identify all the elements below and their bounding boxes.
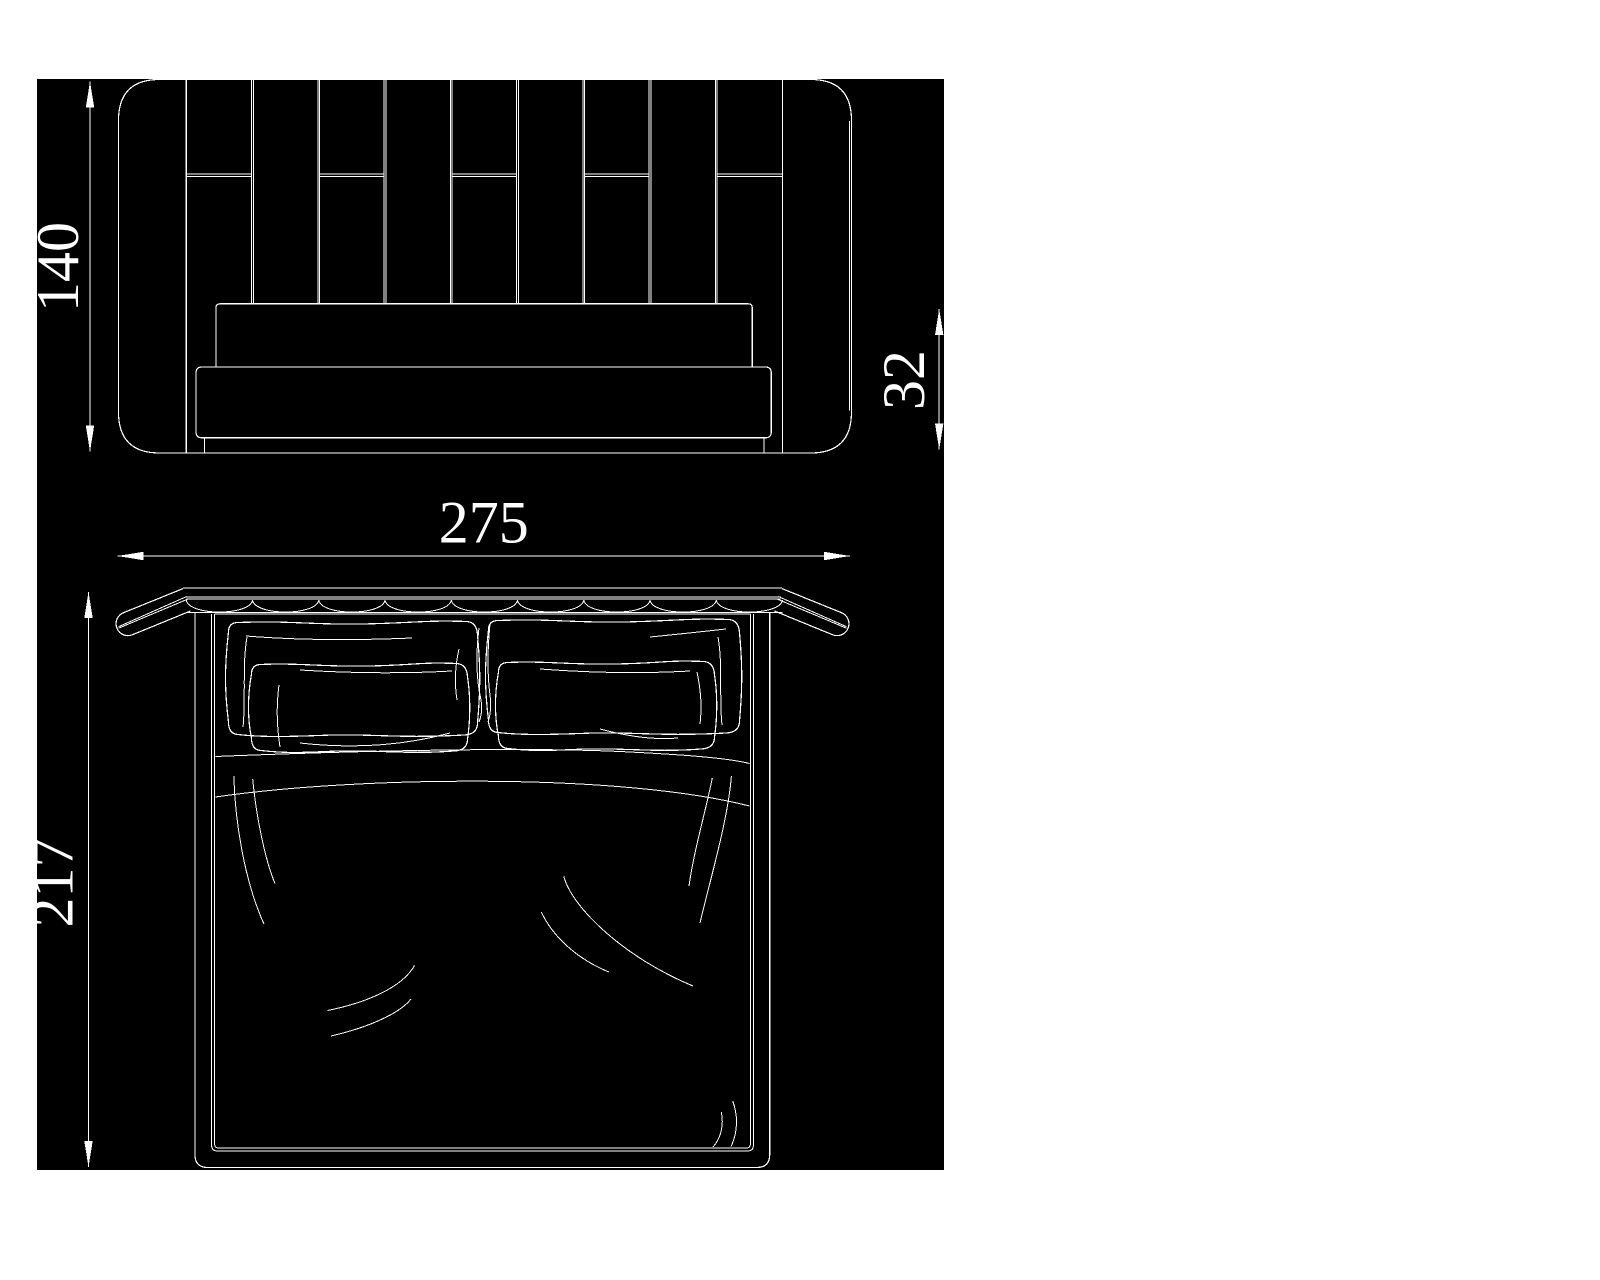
svg-text:275: 275 (439, 490, 529, 556)
svg-text:32: 32 (871, 350, 937, 410)
svg-text:140: 140 (25, 222, 91, 312)
svg-text:217: 217 (20, 838, 86, 928)
